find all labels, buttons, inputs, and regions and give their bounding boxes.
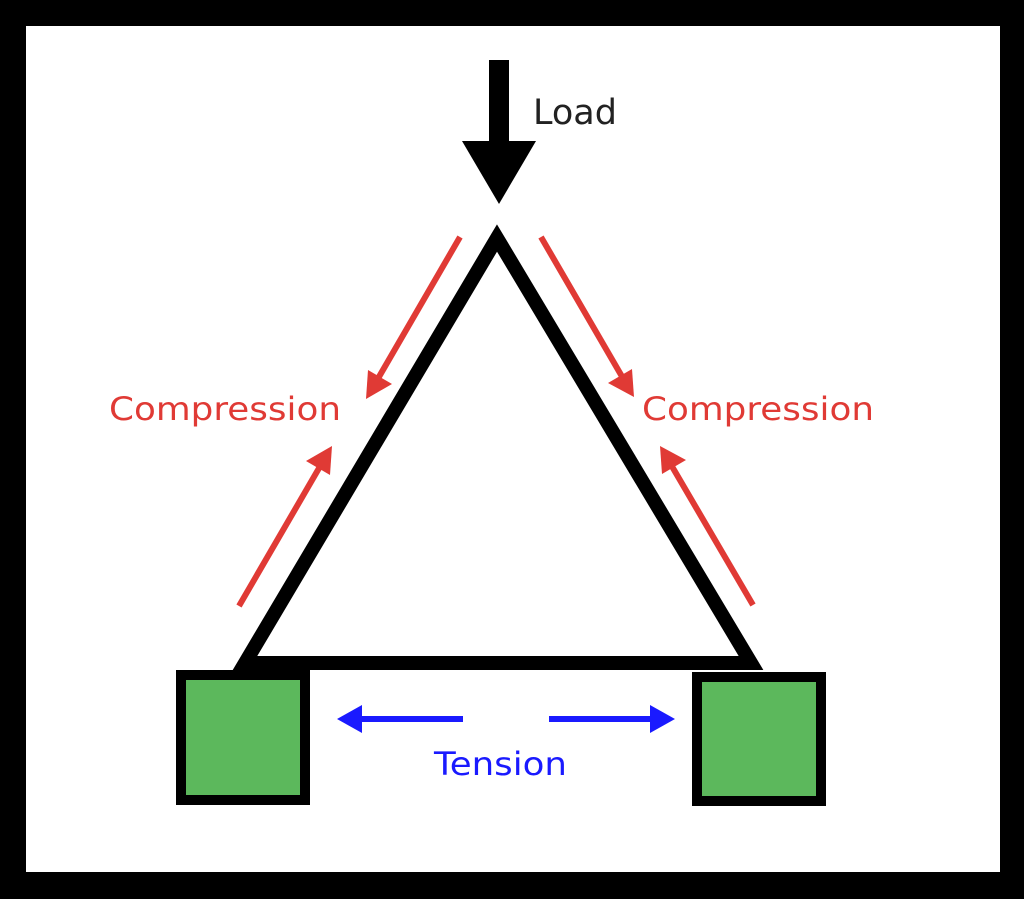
compression-arrow-right-upper-head xyxy=(608,369,634,397)
compression-arrow-right-lower-shaft xyxy=(667,461,756,607)
compression-arrow-right-lower-head xyxy=(660,446,686,474)
compression-arrows-right xyxy=(538,235,756,607)
compression-arrow-left-upper-shaft xyxy=(373,235,463,384)
load-label: Load xyxy=(533,93,617,133)
compression-label-right: Compression xyxy=(642,390,874,428)
right-support xyxy=(692,672,826,806)
tension-label: Tension xyxy=(433,745,567,783)
left-support xyxy=(176,670,310,805)
load-arrow xyxy=(462,60,536,204)
load-arrow-shaft xyxy=(489,60,509,144)
compression-arrows-left xyxy=(236,235,463,608)
compression-arrow-right-upper-shaft xyxy=(538,235,627,382)
tension-arrow-left-head xyxy=(337,705,362,733)
compression-label-left: Compression xyxy=(109,390,341,428)
compression-arrow-left-upper-head xyxy=(366,370,392,399)
compression-arrow-left-lower-shaft xyxy=(236,461,325,608)
triangle-truss xyxy=(232,224,764,670)
load-arrow-head xyxy=(462,141,536,204)
tension-arrow-right-head xyxy=(650,705,675,733)
tension-arrows xyxy=(337,705,675,733)
compression-arrow-left-lower-head xyxy=(306,446,332,475)
